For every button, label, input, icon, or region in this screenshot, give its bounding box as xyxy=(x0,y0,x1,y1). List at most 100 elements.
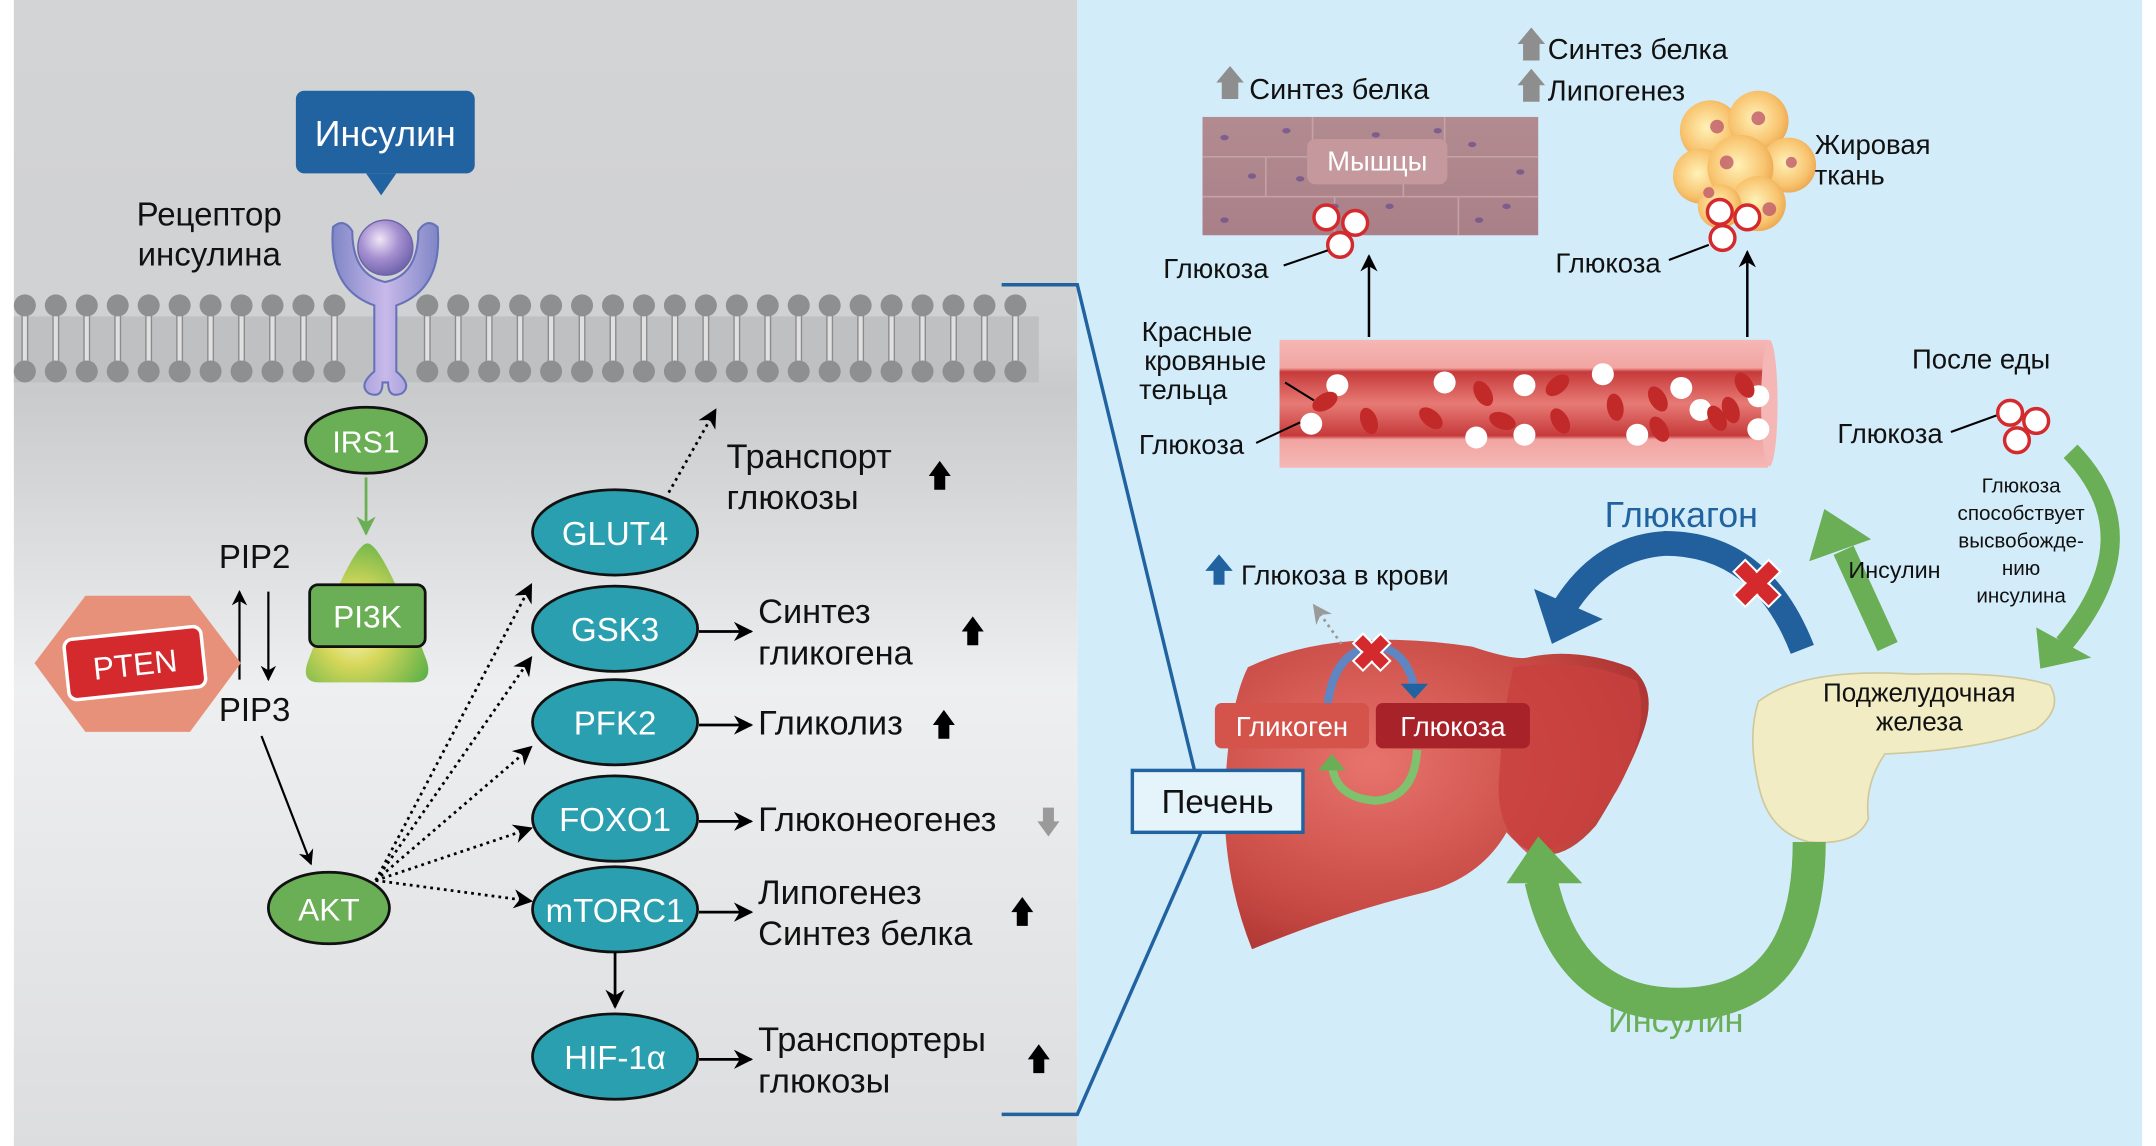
glucose-molecule xyxy=(1465,426,1488,449)
vessel-glucose-label: Глюкоза xyxy=(1139,429,1245,460)
rbc-pointer xyxy=(1284,381,1315,402)
muscle-glucose-label: Глюкоза xyxy=(1163,253,1269,284)
fat-effect-lipogenesis: Липогенез xyxy=(1548,75,1685,107)
lipid-icon xyxy=(106,294,129,383)
after-meal-glucose: Глюкоза xyxy=(1837,398,2051,455)
muscle-nucleus xyxy=(1474,217,1484,223)
glucose-box-label: Глюкоза xyxy=(1400,711,1506,742)
pip3-to-akt-arrow xyxy=(260,735,314,866)
target-effect-label: глюкозы xyxy=(758,1062,890,1100)
target-effect-label: Транспорт xyxy=(726,438,892,476)
lipid-icon xyxy=(292,294,315,383)
red-blood-cell xyxy=(1473,380,1494,407)
insulin-label: Инсулин xyxy=(315,114,456,154)
lipid-icon xyxy=(261,294,284,383)
target-effect-label: Глюконеогенез xyxy=(758,801,996,839)
target-effect-label: Синтез xyxy=(758,593,871,631)
lipid-icon xyxy=(75,294,98,383)
target-node-mtorc1[interactable]: mTORC1 xyxy=(531,865,699,954)
insulin-callout: Инсулин xyxy=(295,90,475,196)
lipid-icon xyxy=(973,294,996,383)
lipid-icon xyxy=(199,294,222,383)
muscle-nucleus xyxy=(1385,203,1394,210)
muscle-nucleus xyxy=(1433,127,1442,134)
red-blood-cell xyxy=(1606,393,1624,421)
target-effect-label: Транспортеры xyxy=(758,1021,986,1059)
red-blood-cell xyxy=(1707,405,1727,431)
target-node-glut4[interactable]: GLUT4 xyxy=(531,488,699,577)
pancreas-label-line2: железа xyxy=(1876,707,1963,737)
pancreas-icon: Поджелудочная железа xyxy=(1751,672,2056,844)
rbc-label-line3: тельца xyxy=(1139,374,1228,405)
insulin-callout-pointer xyxy=(366,173,397,196)
blood-glucose-up-arrow-icon xyxy=(1205,554,1233,585)
red-blood-cell xyxy=(1545,374,1570,397)
target-node-pfk2[interactable]: PFK2 xyxy=(531,678,699,767)
lipid-icon xyxy=(911,294,934,383)
liver-label: Печень xyxy=(1162,783,1274,820)
target-effect-label: гликогена xyxy=(758,634,913,672)
note-line4: нию xyxy=(2002,557,2040,580)
muscle-nucleus xyxy=(1247,173,1257,179)
lipid-icon xyxy=(416,294,439,383)
lipid-icon xyxy=(44,294,67,383)
insulin-up-arrow-shaft xyxy=(1833,545,1898,652)
blood-vessel-icon xyxy=(1279,339,1778,468)
glucose-molecule xyxy=(1513,423,1536,446)
lipid-icon xyxy=(601,294,625,383)
muscle-nucleus xyxy=(1371,132,1380,138)
target-node-gsk3[interactable]: GSK3 xyxy=(531,584,699,673)
lipid-icon xyxy=(818,294,841,383)
glucose-molecule xyxy=(1591,363,1614,386)
receptor-label-line2: инсулина xyxy=(138,236,282,273)
glucose-molecule xyxy=(1300,412,1323,435)
target-node-label: GLUT4 xyxy=(562,515,668,552)
lipid-icon xyxy=(725,294,748,383)
insulin-arc xyxy=(1524,841,1826,1021)
fat-effect-protein: Синтез белка xyxy=(1548,34,1729,66)
pten-node[interactable]: PTEN xyxy=(34,595,241,732)
glucose-stimulates-note: Глюкоза способствует высвобожде- нию инс… xyxy=(1958,475,2086,608)
glucose-molecule xyxy=(1747,418,1770,441)
muscle-nucleus xyxy=(1296,176,1305,182)
up-arrow-icon xyxy=(932,709,955,739)
glucose-box: Глюкоза xyxy=(1375,703,1530,749)
target-node-hif1[interactable]: HIF-1α xyxy=(531,1012,699,1101)
muscle-glucose: Глюкоза xyxy=(1163,203,1370,284)
insulin-callout-box xyxy=(295,90,475,174)
lipid-icon xyxy=(1004,294,1027,383)
fat-label-line2: ткань xyxy=(1815,159,1885,190)
target-node-label: FOXO1 xyxy=(559,801,671,838)
cell-membrane xyxy=(13,294,1039,383)
pi3k-node[interactable]: PI3K xyxy=(305,543,429,683)
pten-label: PTEN xyxy=(91,642,179,687)
target-node-foxo1[interactable]: FOXO1 xyxy=(531,774,699,863)
note-line5: инсулина xyxy=(1976,585,2066,608)
red-blood-cell xyxy=(1550,408,1571,434)
lipid-icon xyxy=(168,294,191,383)
glucose-molecule xyxy=(1326,374,1349,397)
muscle-nucleus xyxy=(1220,217,1229,223)
up-arrow-icon xyxy=(928,460,951,490)
akt-node[interactable]: AKT xyxy=(266,870,391,946)
muscle-nucleus xyxy=(1220,134,1229,141)
muscle-label-box xyxy=(1307,138,1448,185)
vessel-glucose-pointer xyxy=(1255,421,1301,444)
fat-glucose-label: Глюкоза xyxy=(1555,247,1661,278)
lipid-icon xyxy=(663,294,686,383)
up-arrow-icon xyxy=(961,616,984,646)
receptor-label-line1: Рецептор xyxy=(137,196,282,233)
note-line3: высвобожде- xyxy=(1958,530,2084,553)
insulin-arc-arrowhead xyxy=(1506,836,1583,884)
pancreas-label-line1: Поджелудочная xyxy=(1823,678,2015,708)
irs1-node[interactable]: IRS1 xyxy=(304,405,428,475)
target-node-label: PFK2 xyxy=(574,705,657,742)
lipid-icon xyxy=(942,294,965,383)
target-effect-label: глюкозы xyxy=(726,479,858,517)
lipid-icon xyxy=(509,294,532,383)
lipid-icon xyxy=(13,294,36,383)
fat-label-line1: Жировая xyxy=(1815,129,1931,160)
akt-label: AKT xyxy=(298,891,360,927)
